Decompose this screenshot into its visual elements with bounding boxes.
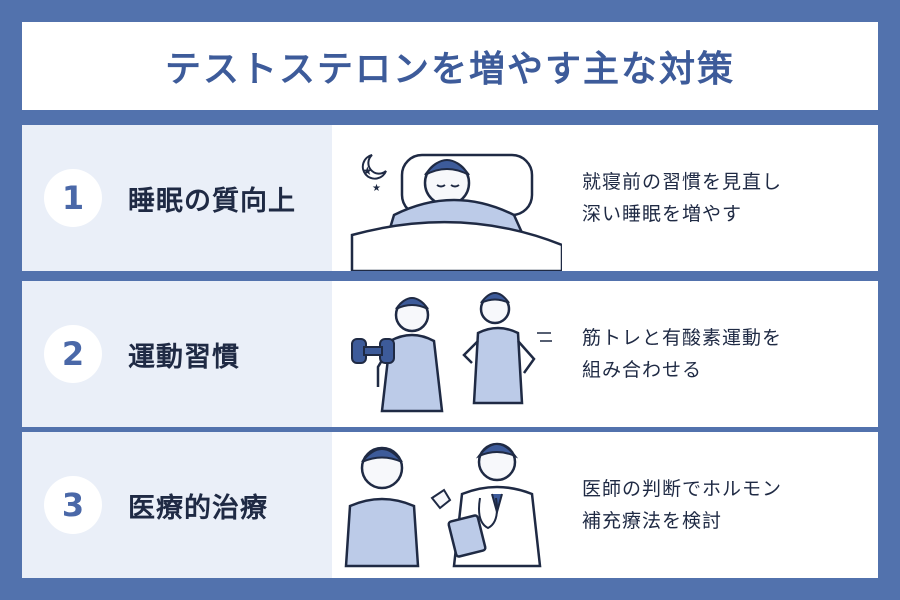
item-number-badge: 1 xyxy=(44,169,102,227)
item-label: 運動習慣 xyxy=(128,341,240,373)
sleeping-person-icon: ★ ★ xyxy=(332,125,562,271)
item-description-line: 医師の判断でホルモン xyxy=(582,478,783,500)
item-label: 睡眠の質向上 xyxy=(128,185,296,217)
item-number-badge: 2 xyxy=(44,325,102,383)
svg-text:★: ★ xyxy=(372,183,381,194)
item-description: 筋トレと有酸素運動を 組み合わせる xyxy=(562,281,878,427)
doctor-consultation-icon xyxy=(332,432,562,578)
item-row-3: 3 医療的治療 医師の判断でホルモン 補充療法を検討 xyxy=(22,432,878,578)
svg-text:★: ★ xyxy=(362,164,373,178)
item-description-line: 補充療法を検討 xyxy=(582,510,723,532)
item-left-panel: 3 医療的治療 xyxy=(22,432,332,578)
item-description-line: 筋トレと有酸素運動を xyxy=(582,327,783,349)
item-row-2: 2 運動習慣 筋トレと有酸素運動を 組み合わせる xyxy=(22,281,878,427)
item-label: 医療的治療 xyxy=(128,492,268,524)
item-description-line: 深い睡眠を増やす xyxy=(582,203,743,225)
item-left-panel: 2 運動習慣 xyxy=(22,281,332,427)
page-title: テストステロンを増やす主な対策 xyxy=(164,49,735,90)
exercise-person-icon xyxy=(332,281,562,427)
item-description: 医師の判断でホルモン 補充療法を検討 xyxy=(562,432,878,578)
item-description-line: 組み合わせる xyxy=(582,359,703,381)
item-description: 就寝前の習慣を見直し 深い睡眠を増やす xyxy=(562,125,878,271)
item-left-panel: 1 睡眠の質向上 xyxy=(22,125,332,271)
item-row-1: 1 睡眠の質向上 ★ ★ 就寝前の習慣を見直し 深い睡眠を増やす xyxy=(22,125,878,271)
title-banner: テストステロンを増やす主な対策 xyxy=(22,22,878,110)
item-description-line: 就寝前の習慣を見直し xyxy=(582,171,783,193)
item-number-badge: 3 xyxy=(44,476,102,534)
